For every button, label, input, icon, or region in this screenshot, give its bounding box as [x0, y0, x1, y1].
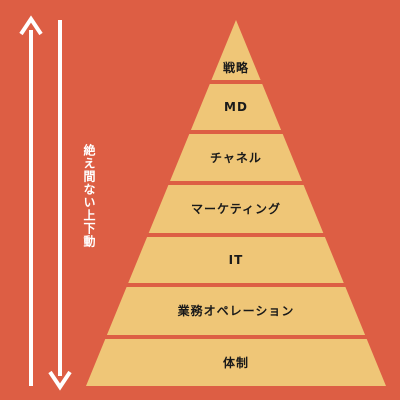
- pyramid-levels: [86, 20, 386, 386]
- left-arrow-head-up: [19, 15, 43, 36]
- pyramid-level-7: [86, 339, 386, 386]
- pyramid-level-6: [106, 287, 366, 335]
- pyramid-level-5: [128, 237, 344, 283]
- pyramid-level-label: MD: [224, 100, 248, 114]
- up-down-arrows: [19, 15, 72, 391]
- pyramid-level-label: 体制: [222, 355, 249, 370]
- pyramid-level-3: [170, 134, 302, 181]
- pyramid-level-label: 業務オペレーション: [177, 304, 295, 318]
- pyramid-level-label: IT: [228, 253, 244, 267]
- pyramid-level-label: マーケティング: [190, 202, 282, 216]
- pyramid-level-label: 戦略: [222, 61, 249, 75]
- pyramid-level-4: [148, 185, 324, 233]
- pyramid-level-1: [211, 20, 261, 80]
- right-arrow-head-down: [48, 370, 72, 391]
- side-label: 絶え間ない上下動: [82, 144, 96, 248]
- pyramid-level-label: チャネル: [210, 150, 262, 165]
- pyramid-level-2: [190, 84, 282, 130]
